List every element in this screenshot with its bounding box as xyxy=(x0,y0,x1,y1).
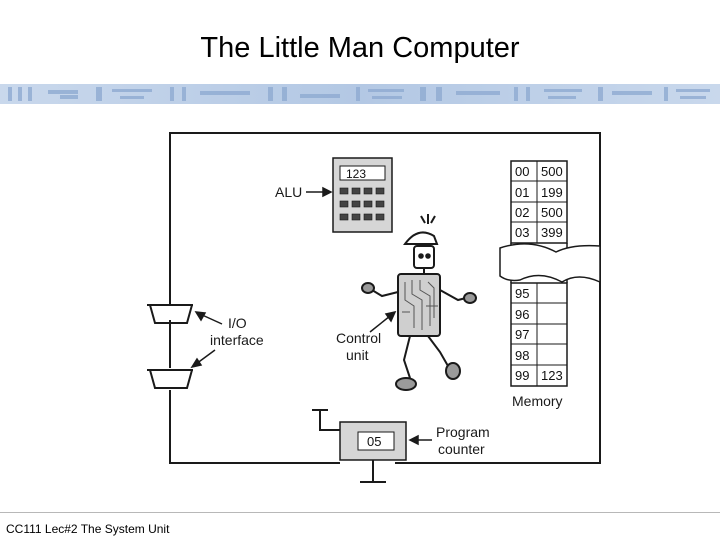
control-unit-label-line2: unit xyxy=(346,347,369,363)
memory-label: Memory xyxy=(512,393,563,409)
program-counter-arrow xyxy=(408,434,432,446)
input-basket xyxy=(147,300,193,330)
alu-arrow xyxy=(306,186,333,198)
alu-display-value: 123 xyxy=(346,167,366,181)
memory-address: 01 xyxy=(515,185,529,200)
decorative-header-band xyxy=(0,84,720,104)
memory-address: 97 xyxy=(515,327,529,342)
slide-title: The Little Man Computer xyxy=(200,32,520,64)
memory-mailboxes: 00 500 01 199 02 500 03 399 95 96 97 98 … xyxy=(510,160,568,387)
memory-address: 03 xyxy=(515,225,529,240)
program-counter: 05 xyxy=(312,409,407,483)
program-counter-label-line2: counter xyxy=(438,441,485,457)
memory-address: 00 xyxy=(515,164,529,179)
control-unit-arrow xyxy=(369,310,397,333)
alu-label: ALU xyxy=(275,184,302,200)
little-man-figure xyxy=(361,214,477,391)
memory-address: 96 xyxy=(515,307,529,322)
control-unit-label-line1: Control xyxy=(336,330,381,346)
alu-calculator: 123 xyxy=(332,157,393,233)
memory-value: 399 xyxy=(541,225,563,240)
memory-address: 99 xyxy=(515,368,529,383)
output-basket xyxy=(147,369,193,389)
io-arrows xyxy=(190,311,223,369)
memory-value: 123 xyxy=(541,368,563,383)
slide-footer: CC111 Lec#2 The System Unit xyxy=(6,522,170,536)
footer-divider xyxy=(0,512,720,513)
memory-value: 500 xyxy=(541,164,563,179)
memory-value: 199 xyxy=(541,185,563,200)
torn-paper-break xyxy=(499,243,601,284)
program-counter-label-line1: Program xyxy=(436,424,490,440)
io-label-line1: I/O xyxy=(228,315,247,331)
program-counter-value: 05 xyxy=(367,434,381,449)
memory-address: 02 xyxy=(515,205,529,220)
memory-address: 98 xyxy=(515,348,529,363)
memory-value: 500 xyxy=(541,205,563,220)
io-label-line2: interface xyxy=(210,332,264,348)
memory-address: 95 xyxy=(515,286,529,301)
